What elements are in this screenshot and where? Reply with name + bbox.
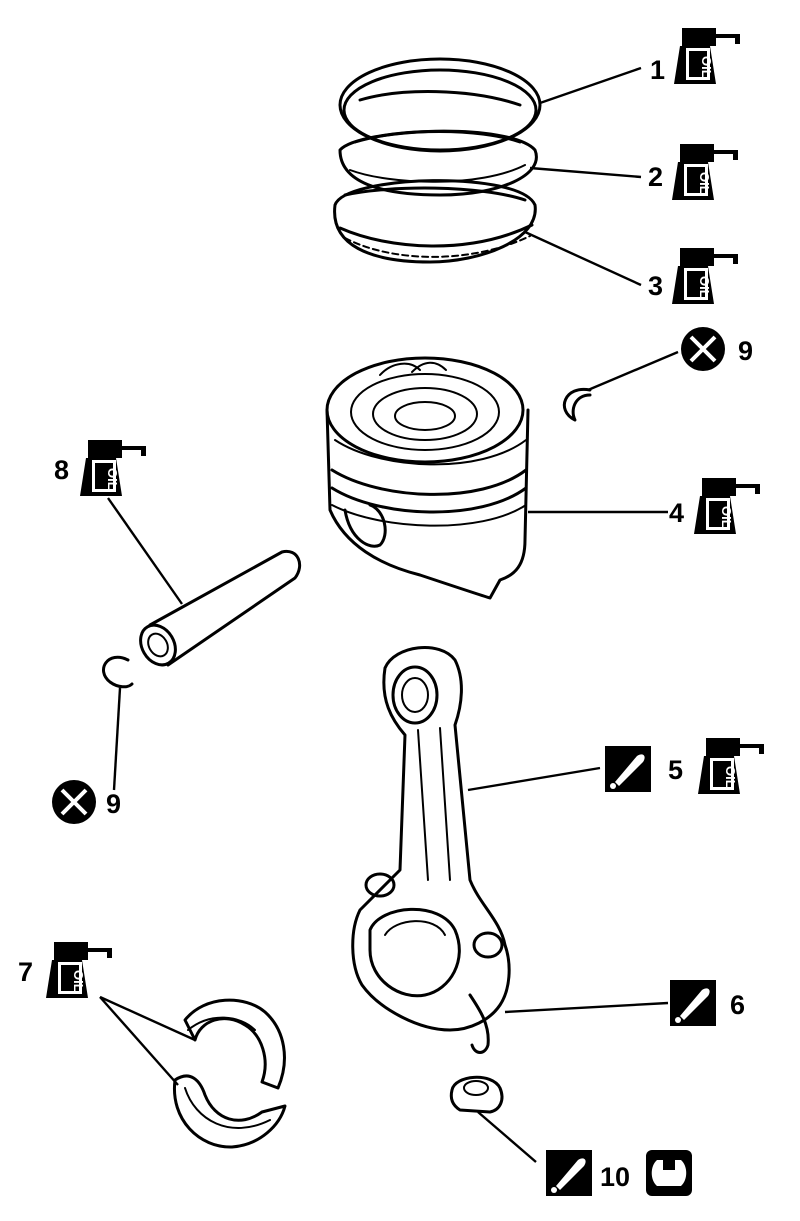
circlip-right — [562, 387, 592, 422]
leader-lines — [99, 66, 679, 1163]
oil-can-icon: OIL — [80, 440, 146, 496]
svg-text:OIL: OIL — [723, 766, 738, 788]
svg-text:OIL: OIL — [697, 276, 712, 298]
replace-icon — [679, 325, 727, 373]
svg-text:OIL: OIL — [105, 468, 120, 490]
bearing-shells — [172, 998, 287, 1149]
callout-number-9-top: 9 — [738, 336, 753, 366]
oil-can-icon: OIL — [672, 144, 738, 200]
oil-can-icon: OIL — [698, 738, 764, 794]
callout-number-4: 4 — [669, 498, 684, 528]
callout-number-9-bottom: 9 — [106, 789, 121, 819]
oil-can-icon: OIL — [674, 28, 740, 84]
piston-ring-1 — [338, 57, 542, 153]
oil-can-icon: OIL — [672, 248, 738, 304]
connecting-rod-nut — [449, 1075, 504, 1114]
connecting-rod — [351, 646, 511, 1054]
torque-wrench-icon — [646, 1150, 692, 1196]
circlip-left — [102, 655, 134, 689]
svg-text:OIL: OIL — [71, 970, 86, 992]
callout-number-10: 10 — [600, 1162, 630, 1192]
callout-number-7: 7 — [18, 957, 33, 987]
svg-text:OIL: OIL — [699, 56, 714, 78]
oil-can-icon: OIL — [46, 942, 112, 998]
callout-number-6: 6 — [730, 990, 745, 1020]
svg-text:OIL: OIL — [719, 506, 734, 528]
callout-number-1: 1 — [650, 55, 665, 85]
oil-can-icon: OIL — [694, 478, 760, 534]
piston — [325, 356, 530, 600]
marking-icon — [670, 980, 716, 1026]
marking-icon — [546, 1150, 592, 1196]
callout-number-5: 5 — [668, 755, 683, 785]
callout-number-2: 2 — [648, 162, 663, 192]
replace-icon — [50, 778, 98, 826]
piston-ring-3-oil-ring — [333, 179, 537, 264]
callout-number-3: 3 — [648, 271, 663, 301]
svg-text:OIL: OIL — [697, 172, 712, 194]
marking-icon — [605, 746, 651, 792]
piston-pin — [139, 549, 301, 667]
callout-number-8: 8 — [54, 455, 69, 485]
